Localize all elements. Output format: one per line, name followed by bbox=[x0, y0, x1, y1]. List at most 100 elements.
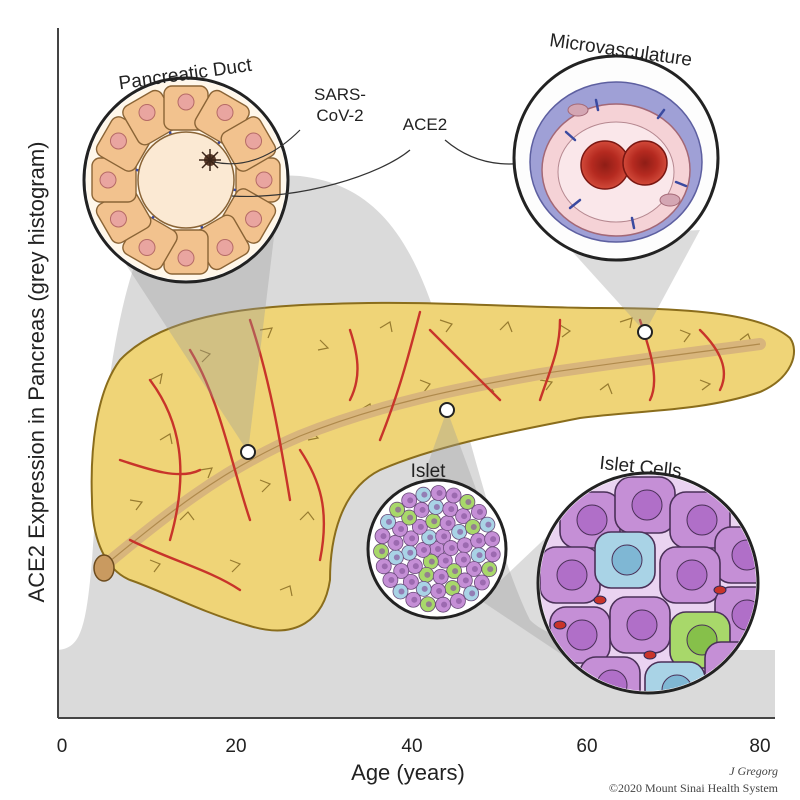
islet-location-marker bbox=[439, 402, 455, 418]
duct-location-marker bbox=[240, 444, 256, 460]
islet-cell-nucleus bbox=[435, 546, 441, 552]
islet-cell-nucleus bbox=[471, 566, 478, 573]
islet-cell-nucleus bbox=[476, 537, 483, 544]
islet-cell-nucleus bbox=[379, 548, 386, 555]
islet-cell-nucleus bbox=[465, 498, 472, 505]
microvasculature-inset bbox=[512, 54, 720, 262]
ace2-label: ACE2 bbox=[403, 115, 447, 134]
islet-cell-nucleus bbox=[433, 504, 440, 511]
red-blood-cell-1 bbox=[580, 140, 630, 190]
capillary-rbc bbox=[643, 650, 657, 660]
sars-callout-line bbox=[213, 129, 301, 165]
islet-cell-nucleus bbox=[626, 609, 658, 641]
islet-cell-nucleus bbox=[441, 533, 448, 540]
islet-cell-nucleus bbox=[427, 534, 434, 541]
islet-cell-nucleus bbox=[417, 523, 424, 530]
islet-cell-nucleus bbox=[436, 587, 443, 594]
islet-cell-nucleus bbox=[445, 520, 452, 527]
duct-cell-nucleus bbox=[255, 171, 273, 189]
capillary-rbc bbox=[593, 595, 607, 605]
islet-cell-nucleus bbox=[407, 514, 414, 521]
islet-cell-nucleus bbox=[460, 556, 467, 563]
duct-inset bbox=[82, 76, 290, 284]
islet-cell-nucleus bbox=[408, 578, 415, 585]
islet-cell-nucleus bbox=[450, 585, 457, 592]
x-tick-40: 40 bbox=[401, 736, 422, 757]
islet-cell-nucleus bbox=[421, 585, 428, 592]
duct-cell-nucleus bbox=[216, 239, 234, 257]
islet-cell-nucleus bbox=[385, 518, 392, 525]
duct-cell-nucleus bbox=[245, 210, 263, 228]
duct-cell-nucleus bbox=[245, 132, 263, 150]
duct-cell-nucleus bbox=[216, 103, 234, 121]
islet-cell-nucleus bbox=[631, 489, 663, 521]
y-axis-title: ACE2 Expression in Pancreas (grey histog… bbox=[24, 142, 49, 603]
islet-cell-nucleus bbox=[407, 549, 414, 556]
sars-label-line1: SARS- bbox=[314, 85, 366, 104]
lobule-texture bbox=[129, 317, 753, 597]
islet-cell-nucleus bbox=[411, 596, 418, 603]
islet-cell-nucleus bbox=[448, 545, 455, 552]
islet-cell-nucleus bbox=[676, 559, 708, 591]
islet-cells-small bbox=[373, 485, 501, 613]
islet-cell-nucleus bbox=[479, 579, 486, 586]
islet-cell-nucleus bbox=[490, 551, 497, 558]
x-tick-80: 80 bbox=[749, 736, 770, 757]
islet-cell-nucleus bbox=[436, 490, 443, 497]
islet-cell-nucleus bbox=[421, 546, 428, 553]
copyright-text: ©2020 Mount Sinai Health System bbox=[609, 781, 779, 795]
islet-cell-nucleus bbox=[457, 528, 464, 535]
islet-cell-nucleus bbox=[428, 558, 435, 565]
artist-signature: J Gregorg bbox=[729, 764, 778, 778]
islet-cell-nucleus bbox=[462, 542, 469, 549]
islet-cell-nucleus bbox=[412, 563, 419, 570]
islet-cell-nucleus bbox=[398, 525, 405, 532]
duct-cell-nucleus bbox=[177, 249, 195, 267]
islet-cell-nucleus bbox=[421, 491, 428, 498]
islet-cell-nucleus bbox=[395, 506, 402, 513]
islet-cell-nucleus bbox=[442, 557, 449, 564]
x-tick-60: 60 bbox=[576, 736, 597, 757]
duct-stub bbox=[93, 554, 115, 582]
ace2-receptors bbox=[564, 98, 688, 230]
x-tick-0: 0 bbox=[57, 736, 68, 757]
islet-cell-nucleus bbox=[476, 552, 483, 559]
pancreas-organ bbox=[90, 301, 795, 632]
islet-cell-nucleus bbox=[398, 588, 405, 595]
duct-cell-nucleus bbox=[109, 132, 127, 150]
islet-cell-nucleus bbox=[611, 544, 643, 576]
x-tick-20: 20 bbox=[225, 736, 246, 757]
islet-cell-nucleus bbox=[419, 506, 426, 513]
islet-inset-title: Islet bbox=[411, 461, 447, 482]
duct-cell-nucleus bbox=[99, 171, 117, 189]
islet-cell-nucleus bbox=[431, 518, 438, 525]
islet-cell-nucleus bbox=[452, 568, 459, 575]
duct-cone bbox=[110, 220, 276, 452]
islet-cell-nucleus bbox=[487, 566, 494, 573]
islet-cell-nucleus bbox=[438, 573, 445, 580]
capillary-rbc bbox=[713, 585, 727, 595]
islet-cell-nucleus bbox=[381, 563, 388, 570]
x-axis-title: Age (years) bbox=[351, 760, 465, 785]
duct-cell-nucleus bbox=[177, 93, 195, 111]
islet-cell-nucleus bbox=[393, 539, 400, 546]
red-blood-cell-2 bbox=[622, 140, 668, 186]
islet-cell-nucleus bbox=[686, 504, 718, 536]
islet-cell-nucleus bbox=[455, 597, 462, 604]
sars-label-line2: CoV-2 bbox=[316, 106, 363, 125]
islet-cell-nucleus bbox=[731, 599, 756, 631]
islet-cell-nucleus bbox=[425, 601, 432, 608]
islet-cell-nucleus bbox=[461, 513, 468, 520]
islet-cell-nucleus bbox=[451, 492, 458, 499]
islet-cell-nucleus bbox=[380, 533, 387, 540]
islet-cell-nucleus bbox=[556, 559, 588, 591]
duct-cell-nucleus bbox=[138, 103, 156, 121]
islet-cell-nucleus bbox=[448, 506, 455, 513]
islet-cone bbox=[420, 410, 480, 500]
ace2-callout-line bbox=[231, 149, 411, 198]
duct-cell-nucleus bbox=[109, 210, 127, 228]
islet-cell-nucleus bbox=[393, 554, 400, 561]
islet-cell-nucleus bbox=[469, 590, 476, 597]
